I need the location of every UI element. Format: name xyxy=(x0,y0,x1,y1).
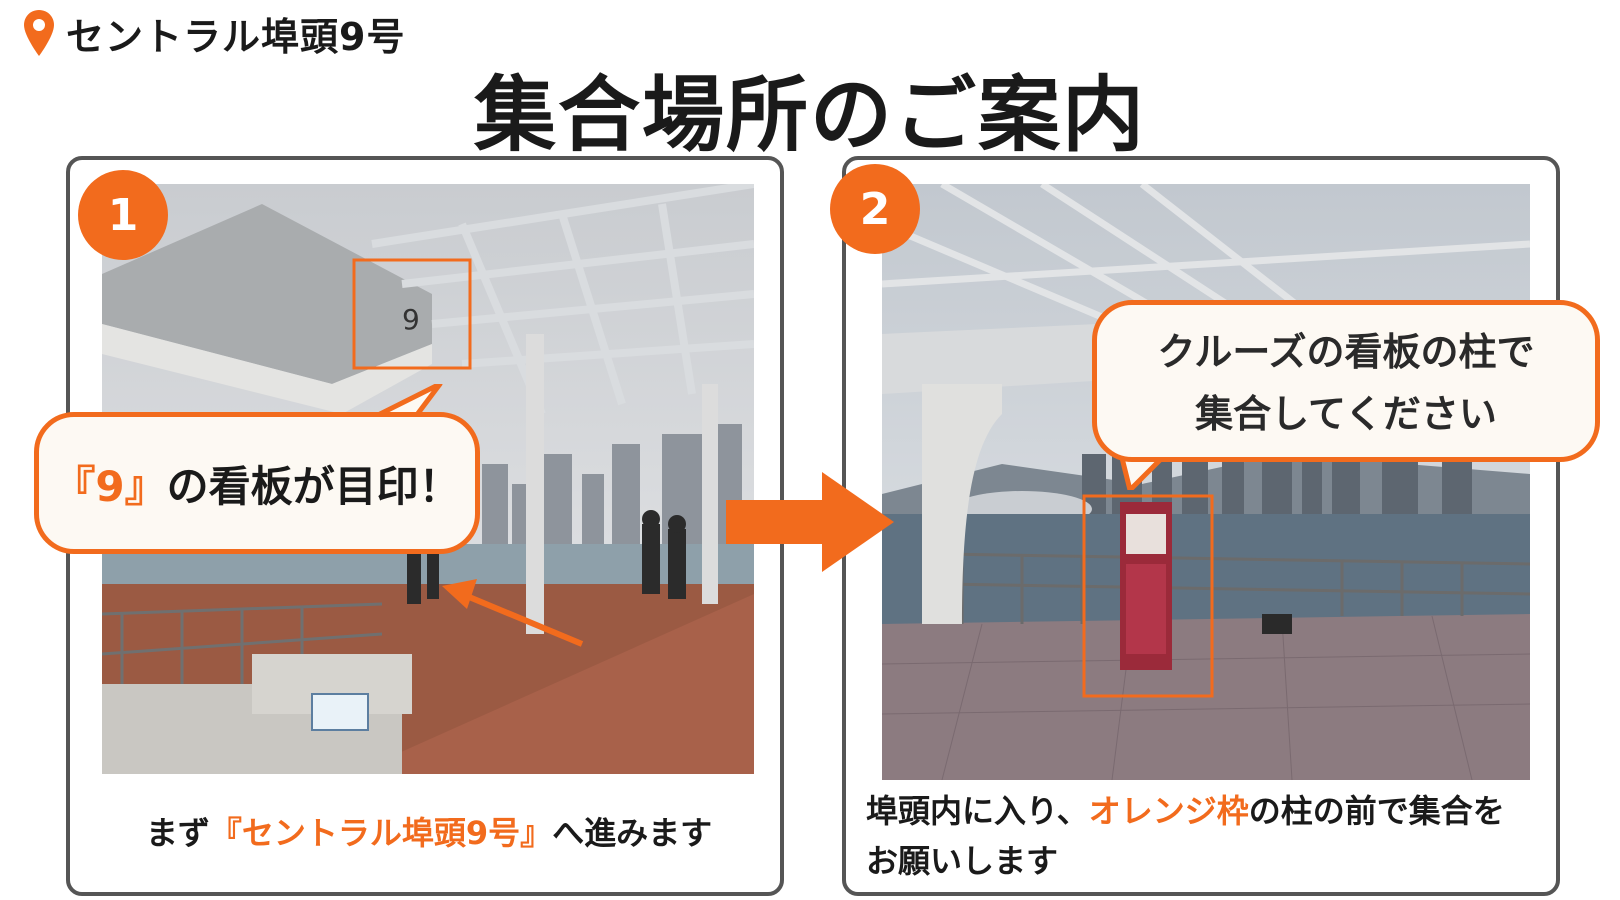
callout-2-line-1: クルーズの看板の柱で xyxy=(1157,330,1535,374)
step-2-caption-highlight: オレンジ枠 xyxy=(1088,792,1249,830)
sign-9-label: 9 xyxy=(402,303,420,336)
pier-pillar-photo xyxy=(882,184,1530,780)
step-1-caption-post: へ進みます xyxy=(552,814,713,852)
callout-2-line-2: 集合してください xyxy=(1195,392,1497,436)
step-2-caption-post: の柱の前で集合をお願いします xyxy=(866,792,1505,880)
step-2-caption: 埠頭内に入り、オレンジ枠の柱の前で集合をお願いします xyxy=(866,786,1536,886)
step-2-caption-pre: 埠頭内に入り、 xyxy=(866,792,1089,830)
step-2-badge: 2 xyxy=(830,164,920,254)
location-label: セントラル埠頭9号 xyxy=(66,14,406,59)
map-pin-icon xyxy=(24,10,54,56)
next-step-arrow-icon xyxy=(726,472,894,572)
callout-1-text: の看板が目印！ xyxy=(166,461,461,511)
callout-1-mark: 『9』 xyxy=(53,461,167,511)
step-2-card: 2 埠頭内に入り、オレンジ枠の柱の前で集合をお願いします xyxy=(830,156,1560,896)
callout-sign-landmark: 『9』の看板が目印！ xyxy=(34,412,480,554)
callout-meeting-point: クルーズの看板の柱で 集合してください xyxy=(1092,300,1600,462)
step-1-badge: 1 xyxy=(78,170,168,260)
step-1-caption-pre: まず xyxy=(145,814,210,852)
step-1-caption-highlight: 『セントラル埠頭9号』 xyxy=(209,814,553,852)
page-title: 集合場所のご案内 xyxy=(473,68,1146,163)
location-header: セントラル埠頭9号 xyxy=(22,6,405,60)
step-1-caption: まず『セントラル埠頭9号』へ進みます xyxy=(70,808,788,854)
